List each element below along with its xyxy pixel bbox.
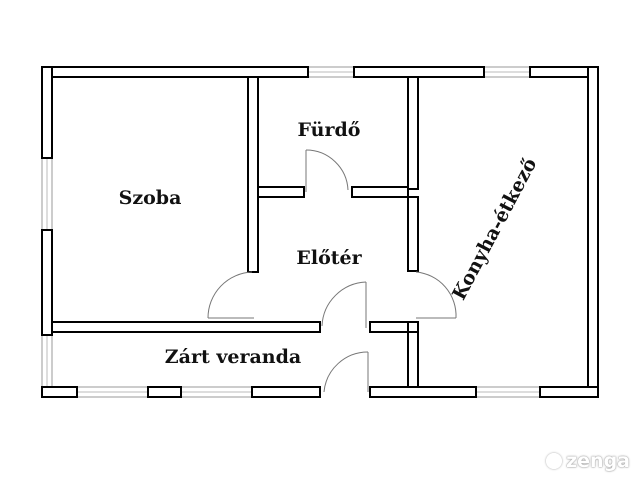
door-furdo bbox=[305, 149, 349, 191]
door-eloter bbox=[321, 281, 367, 327]
room-label-szoba: Szoba bbox=[119, 187, 182, 209]
door-entrance bbox=[323, 351, 369, 393]
door-konyha bbox=[415, 271, 457, 319]
door-szoba bbox=[207, 271, 253, 319]
zenga-logo-icon bbox=[546, 453, 563, 469]
room-label-furdo: Fürdő bbox=[298, 119, 361, 141]
room-label-eloter: Előtér bbox=[296, 247, 362, 269]
walls bbox=[41, 66, 599, 398]
room-label-veranda: Zárt veranda bbox=[165, 346, 301, 368]
room-label-konyha: Konyha-étkező bbox=[448, 155, 541, 304]
doors bbox=[207, 149, 457, 393]
watermark: zenga bbox=[546, 450, 630, 472]
watermark-text: zenga bbox=[566, 450, 630, 472]
